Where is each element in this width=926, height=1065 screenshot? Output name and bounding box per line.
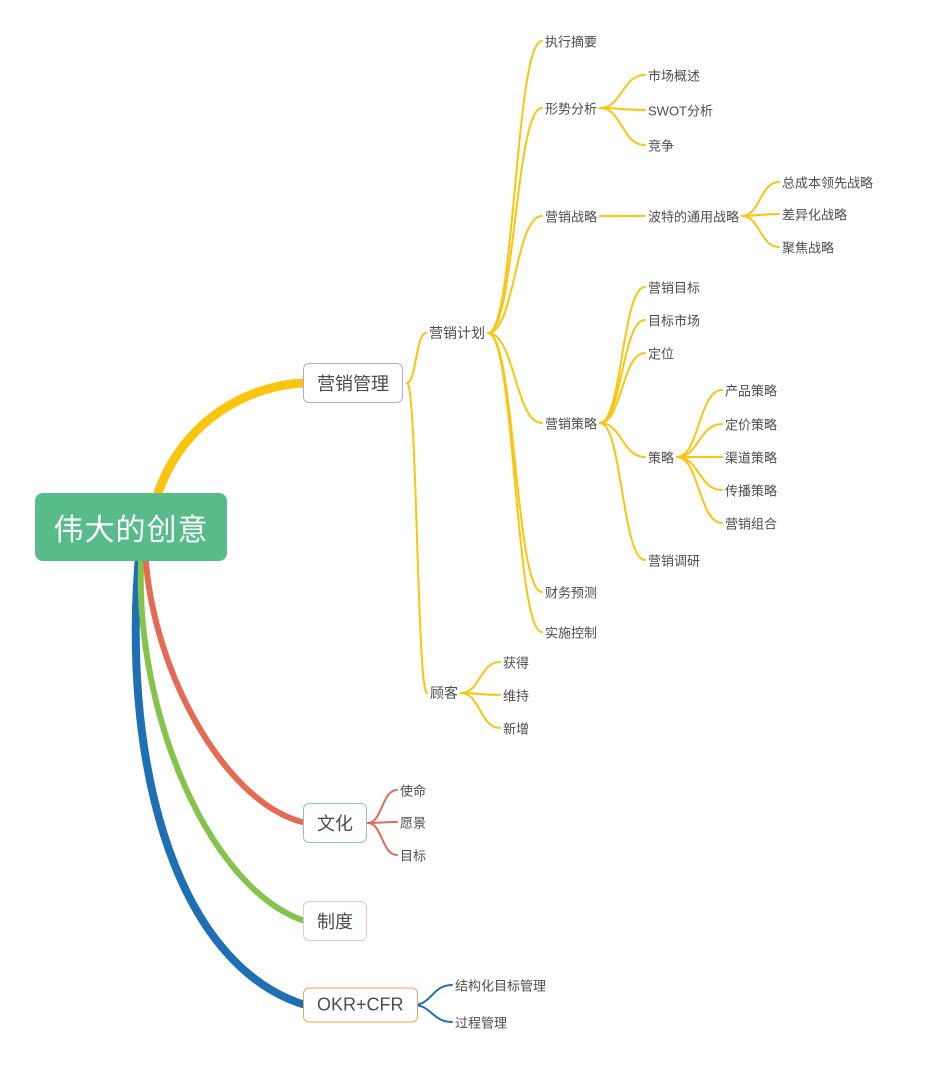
okr-branch-connectors — [412, 984, 453, 1023]
edge-porter-to-focus — [741, 215, 780, 248]
node-positioning[interactable]: 定位 — [648, 346, 675, 362]
edge-customer-to-new — [460, 692, 501, 729]
node-communication-strategy[interactable]: 传播策略 — [725, 483, 778, 499]
node-process-management[interactable]: 过程管理 — [455, 1015, 508, 1031]
edge-okr-to-structured-goal — [412, 984, 453, 1006]
node-new[interactable]: 新增 — [503, 721, 530, 737]
edge-okr-to-process — [412, 1004, 453, 1023]
edge-plan-to-situation — [487, 107, 543, 334]
node-pricing-strategy[interactable]: 定价策略 — [725, 417, 778, 433]
node-situation-analysis[interactable]: 形势分析 — [545, 101, 598, 117]
edge-porter-to-cost-leadership — [741, 181, 780, 217]
edge-tactics-to-tactic — [599, 422, 646, 458]
node-exec-summary[interactable]: 执行摘要 — [545, 34, 598, 50]
edge-situation-to-overview — [599, 74, 646, 109]
edge-plan-to-finance — [487, 332, 543, 593]
edge-plan-to-implementation — [487, 332, 543, 633]
edge-tactic-to-mix — [676, 456, 723, 524]
root-node[interactable]: 伟大的创意 — [35, 493, 227, 561]
edge-culture-to-vision — [367, 821, 398, 824]
node-marketing-goal[interactable]: 营销目标 — [648, 280, 701, 296]
branch-node-culture[interactable]: 文化 — [303, 803, 367, 843]
node-marketing-research[interactable]: 营销调研 — [648, 553, 701, 569]
node-tactics[interactable]: 策略 — [648, 450, 675, 466]
node-implementation-control[interactable]: 实施控制 — [545, 625, 598, 641]
node-market-overview[interactable]: 市场概述 — [648, 68, 701, 84]
edge-tactics-to-target-market — [599, 319, 646, 424]
edge-marketing-to-plan — [406, 332, 427, 384]
edge-customer-to-acquire — [460, 661, 501, 694]
edge-root-to-culture — [142, 542, 305, 825]
edge-plan-to-tactics — [487, 332, 543, 424]
edge-tactics-to-research — [599, 422, 646, 561]
node-vision[interactable]: 愿景 — [400, 815, 427, 831]
edge-tactic-to-product — [676, 389, 723, 458]
edge-root-to-marketing — [147, 378, 307, 520]
node-marketing-mix[interactable]: 营销组合 — [725, 516, 778, 532]
branch-node-marketing[interactable]: 营销管理 — [303, 363, 403, 403]
edge-plan-to-exec-summary — [487, 40, 543, 334]
culture-branch-connectors — [367, 789, 398, 856]
node-marketing-tactics[interactable]: 营销策略 — [545, 416, 598, 432]
node-retain[interactable]: 维持 — [503, 688, 530, 704]
marketing-branch-connectors — [406, 40, 780, 729]
edge-tactics-to-goal — [599, 286, 646, 424]
node-focus-strategy[interactable]: 聚焦战略 — [782, 240, 835, 256]
node-customer[interactable]: 顾客 — [430, 685, 458, 701]
edge-culture-to-mission — [367, 789, 398, 824]
branch-node-system[interactable]: 制度 — [303, 901, 367, 941]
edge-root-to-system — [137, 542, 305, 923]
node-goal[interactable]: 目标 — [400, 848, 427, 864]
node-channel-strategy[interactable]: 渠道策略 — [725, 450, 778, 466]
node-marketing-plan[interactable]: 营销计划 — [429, 325, 485, 341]
node-competition[interactable]: 竞争 — [648, 138, 675, 154]
node-financial-forecast[interactable]: 财务预测 — [545, 585, 598, 601]
node-cost-leadership[interactable]: 总成本领先战略 — [782, 175, 874, 191]
node-differentiation[interactable]: 差异化战略 — [782, 207, 848, 223]
node-target-market[interactable]: 目标市场 — [648, 313, 701, 329]
edge-tactic-to-pricing — [676, 423, 723, 458]
edge-tactics-to-positioning — [599, 352, 646, 424]
edge-marketing-to-customer — [406, 382, 428, 694]
node-acquire[interactable]: 获得 — [503, 655, 530, 671]
node-marketing-strategy[interactable]: 营销战略 — [545, 209, 598, 225]
node-mission[interactable]: 使命 — [400, 783, 427, 799]
node-structured-goal-management[interactable]: 结构化目标管理 — [455, 978, 547, 994]
edge-plan-to-strategy — [487, 215, 543, 334]
node-product-strategy[interactable]: 产品策略 — [725, 383, 778, 399]
node-swot-analysis[interactable]: SWOT分析 — [648, 103, 713, 119]
edge-tactic-to-communication — [676, 456, 723, 491]
main-branch-curves — [131, 378, 307, 1008]
edge-root-to-okr — [131, 541, 306, 1008]
branch-node-okr[interactable]: OKR+CFR — [303, 987, 418, 1023]
edge-situation-to-competition — [599, 107, 646, 146]
edge-culture-to-goal — [367, 822, 398, 856]
node-porter-generic-strategies[interactable]: 波特的通用战略 — [648, 209, 740, 225]
